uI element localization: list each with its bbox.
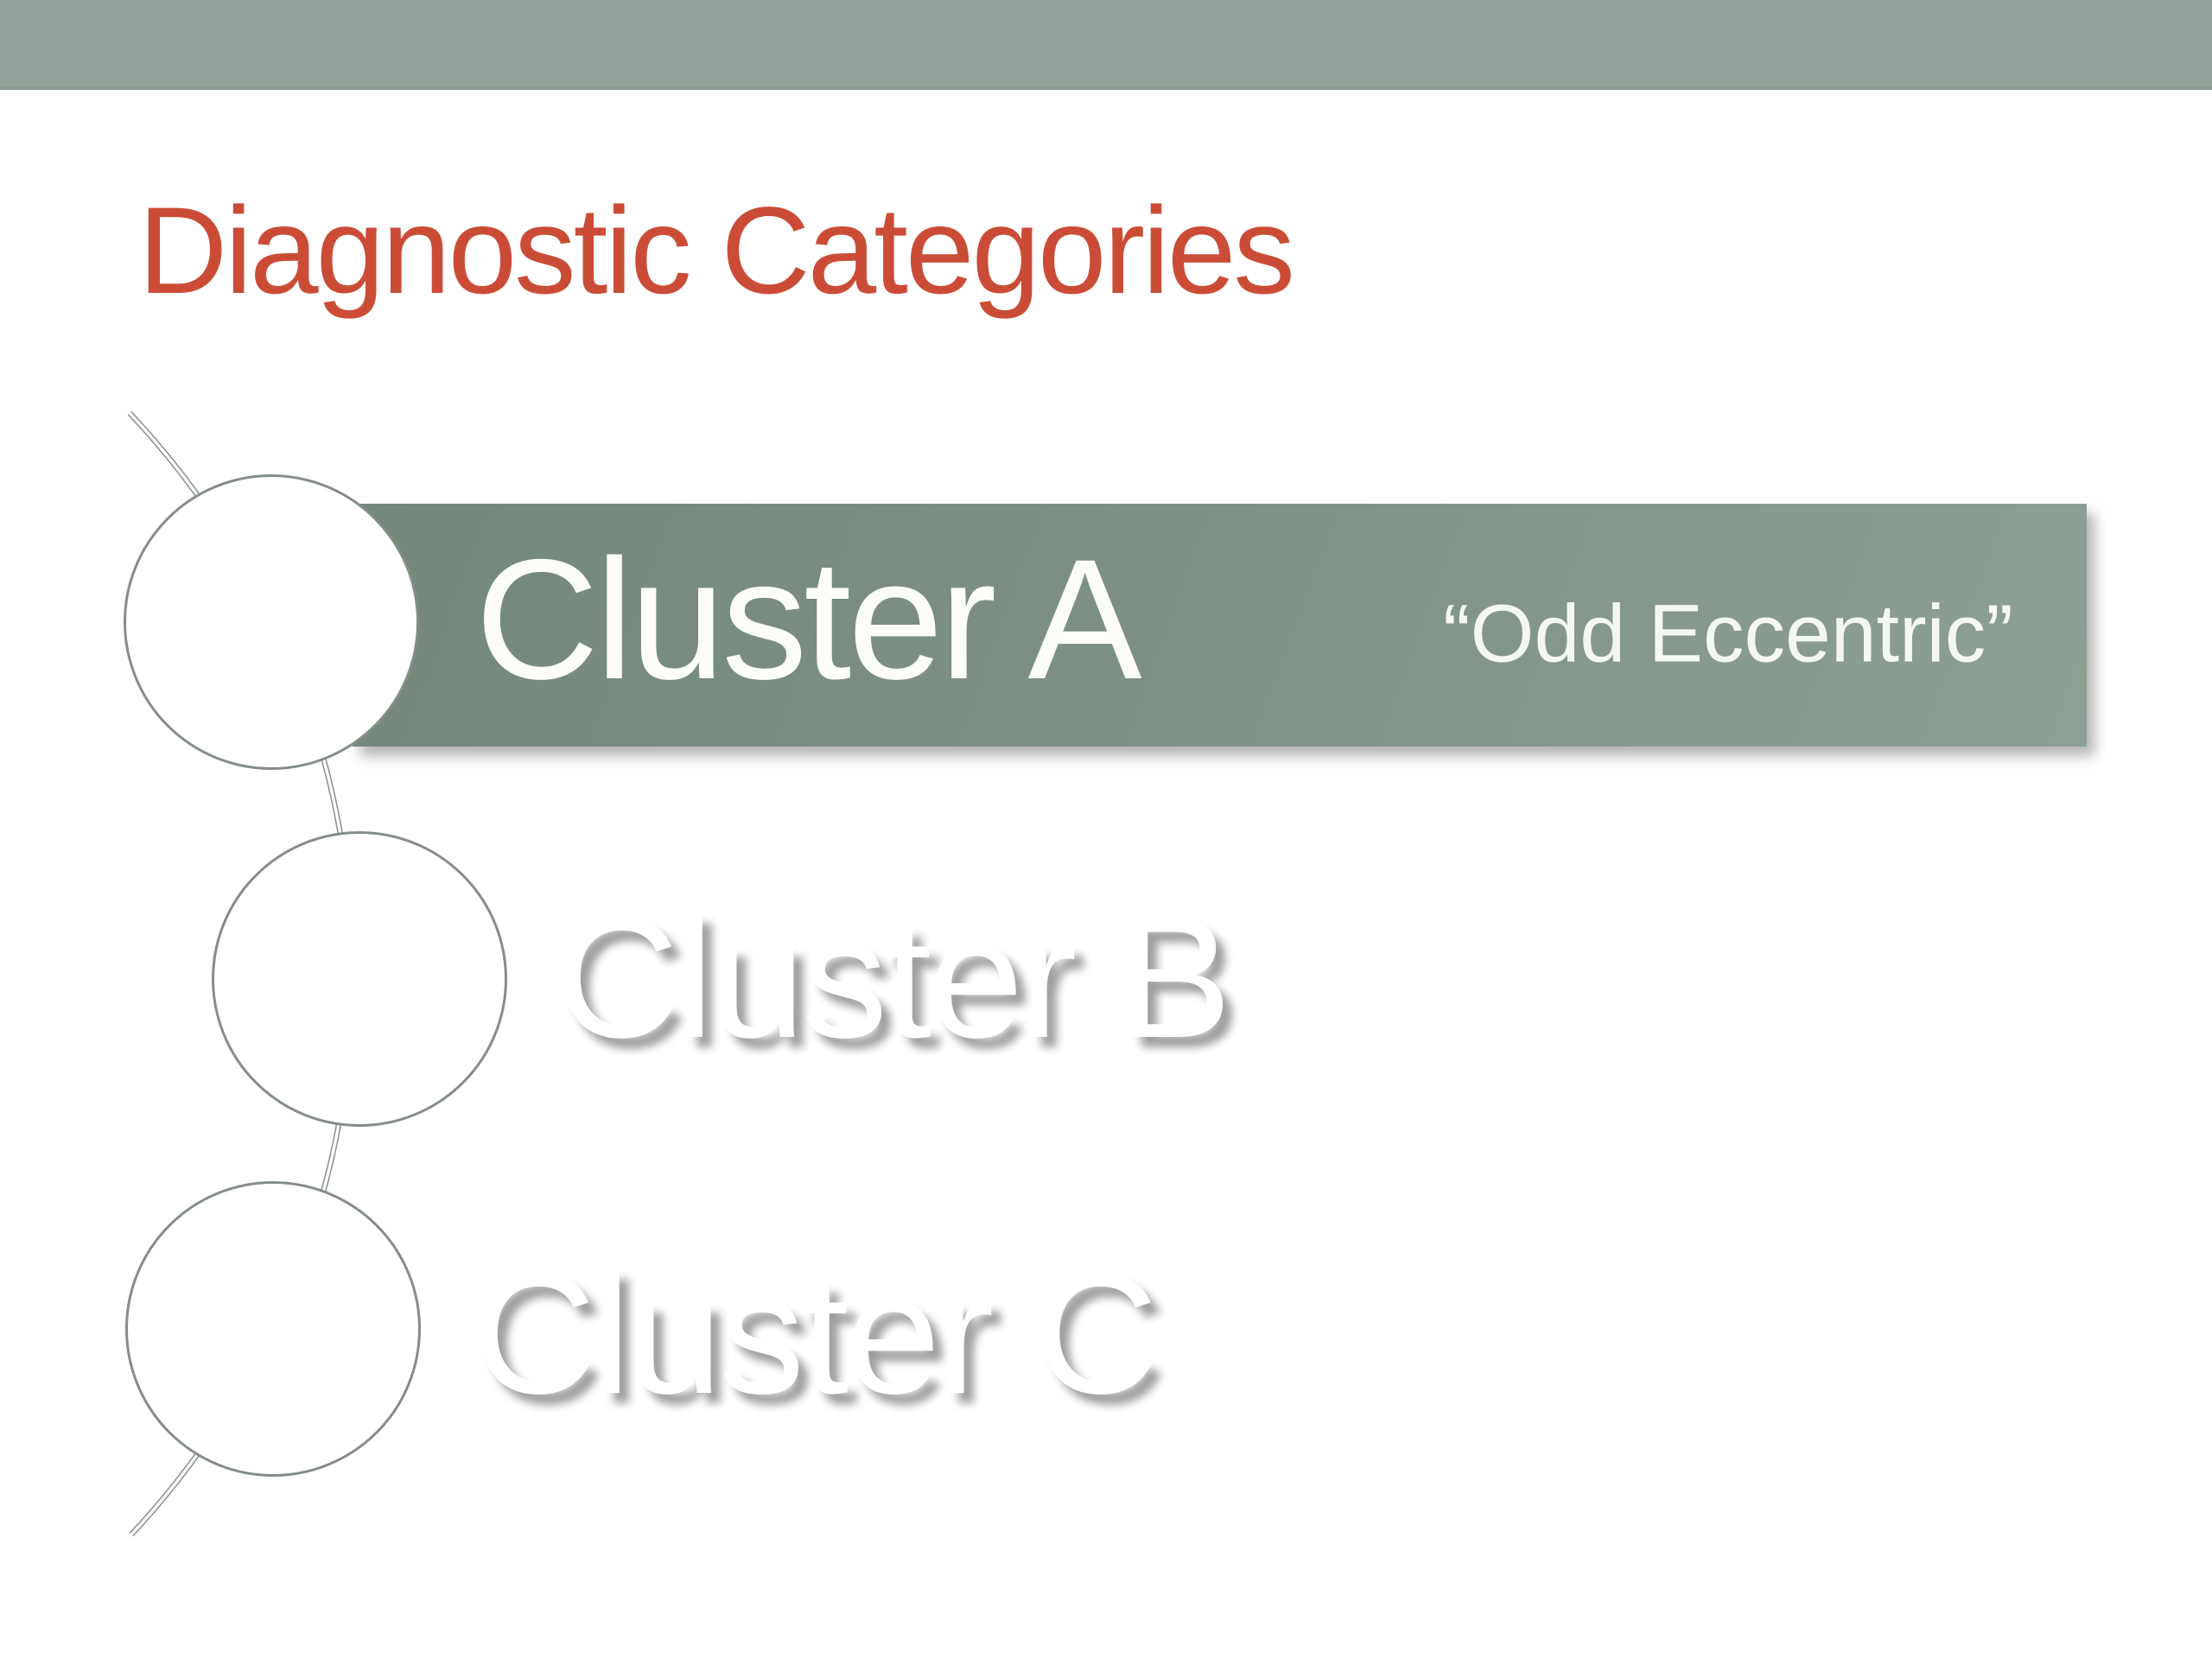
bullet-circle-cluster-c — [125, 1181, 421, 1477]
bullet-circle-cluster-b — [212, 831, 507, 1127]
cluster-a-label: Cluster A — [475, 523, 1142, 715]
header-bar — [0, 0, 2212, 90]
cluster-b-label: Cluster B — [556, 882, 1232, 1073]
cluster-a-banner: Cluster A “Odd Eccentric” — [353, 504, 2087, 747]
cluster-a-annotation: “Odd Eccentric” — [1443, 588, 2013, 679]
cluster-c-label: Cluster C — [473, 1238, 1158, 1429]
page-title: Diagnostic Categories — [138, 182, 1295, 320]
bullet-circle-cluster-a — [124, 474, 419, 770]
